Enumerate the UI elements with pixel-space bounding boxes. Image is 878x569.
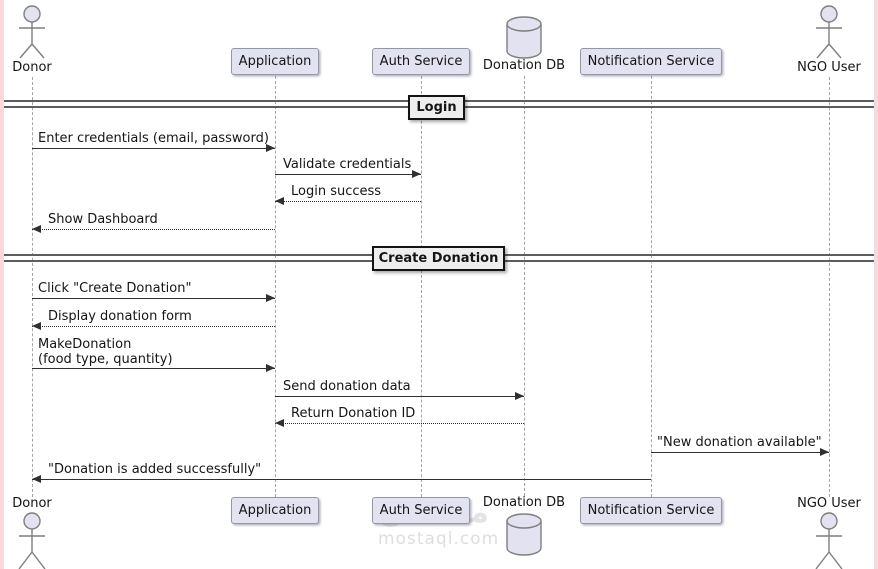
message-line (32, 298, 275, 299)
arrowhead-right-icon (515, 392, 524, 400)
message-label: Display donation form (48, 309, 192, 324)
lifeline-auth-service (421, 76, 422, 497)
participant-label-donor-top: Donor (12, 60, 52, 75)
message-label: Return Donation ID (291, 406, 416, 421)
message-label: Show Dashboard (48, 212, 158, 227)
message-label: Click "Create Donation" (38, 281, 192, 296)
actor-figure-ngo-user-top (816, 5, 842, 59)
message-label: "Donation is added successfully" (48, 462, 262, 477)
message-line (32, 148, 275, 149)
message-line (275, 201, 421, 202)
arrowhead-left-icon (275, 419, 284, 427)
arrowhead-right-icon (266, 294, 275, 302)
page-edge-left (0, 0, 4, 569)
arrowhead-left-icon (32, 322, 41, 330)
message-line (32, 479, 651, 480)
arrowhead-right-icon (412, 170, 421, 178)
participant-box-auth-service-top: Auth Service (372, 48, 470, 75)
participant-label-donor-bottom: Donor (12, 496, 52, 511)
arrowhead-right-icon (820, 448, 829, 456)
lifeline-notification-service (651, 76, 652, 497)
participant-box-notification-service-bottom: Notification Service (580, 497, 722, 524)
actor-figure-ngo-user-bottom (815, 512, 843, 569)
message-label: Login success (291, 184, 382, 199)
participant-label-donation-db-top: Donation DB (482, 58, 566, 73)
participant-box-notification-service-top: Notification Service (580, 48, 722, 75)
participant-label-ngo-user-top: NGO User (797, 60, 861, 75)
arrowhead-left-icon (32, 225, 41, 233)
lifeline-application (275, 76, 276, 497)
message-line (32, 229, 275, 230)
watermark-site-text: mostaql.com (378, 529, 500, 549)
actor-figure-donor-bottom (18, 512, 46, 569)
section-divider-login: Login (408, 95, 465, 120)
actor-figure-donor-top (19, 5, 45, 59)
message-label: "New donation available" (657, 435, 822, 450)
participant-box-auth-service-bottom: Auth Service (372, 497, 470, 524)
message-line (275, 423, 524, 424)
message-line (32, 326, 275, 327)
section-divider-create-donation: Create Donation (372, 246, 505, 271)
database-icon-donation-db-top (506, 16, 542, 59)
message-line (275, 174, 421, 175)
lifeline-ngo-user (829, 77, 830, 497)
participant-box-application-top: Application (231, 48, 319, 75)
arrowhead-left-icon (275, 197, 284, 205)
participant-label-donation-db-bottom: Donation DB (482, 495, 566, 510)
message-line (651, 452, 829, 453)
message-label: MakeDonation (food type, quantity) (38, 337, 173, 367)
message-label: Send donation data (283, 379, 411, 394)
lifeline-donation-db (524, 76, 525, 496)
arrowhead-right-icon (266, 364, 275, 372)
page-edge-right (874, 0, 878, 569)
participant-box-application-bottom: Application (231, 497, 319, 524)
lifeline-donor (32, 77, 33, 497)
arrowhead-right-icon (266, 144, 275, 152)
arrowhead-left-icon (32, 475, 41, 483)
message-line (32, 368, 275, 369)
message-label: Validate credentials (283, 157, 412, 172)
database-icon-donation-db-bottom (506, 513, 542, 556)
message-line (275, 396, 524, 397)
message-label: Enter credentials (email, password) (38, 131, 269, 146)
participant-label-ngo-user-bottom: NGO User (797, 496, 861, 511)
